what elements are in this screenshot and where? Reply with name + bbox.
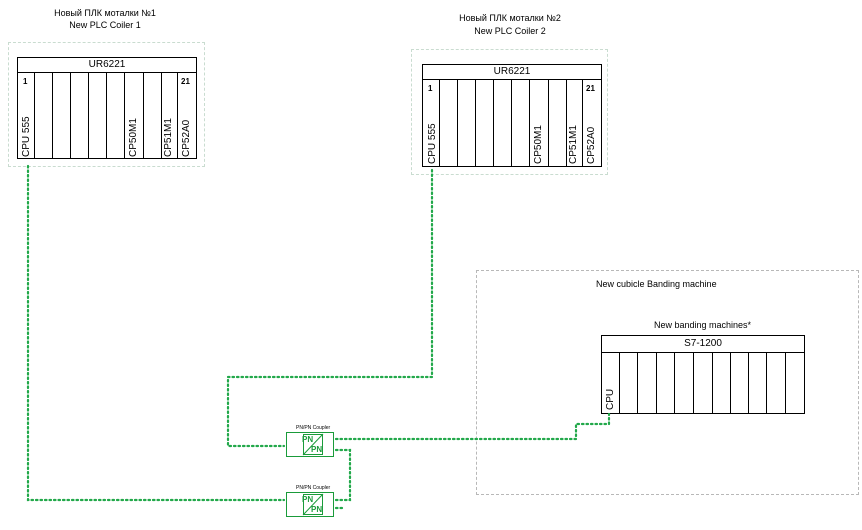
coupler2-divider-icon [302, 493, 324, 516]
plc1-slot [18, 73, 35, 158]
plc1-first-slot-number: 1 [23, 77, 28, 86]
s7-slot [713, 353, 731, 413]
coupler1-caption: PN/PN Coupler [296, 425, 331, 431]
plc1-last-slot-number: 21 [181, 77, 190, 86]
coupler2-bottom-label: PN [311, 505, 323, 514]
link-coupler1-to-coupler2 [334, 448, 352, 502]
plc1-rack-name: UR6221 [18, 58, 196, 73]
s7-slot [749, 353, 767, 413]
s7-slot [767, 353, 786, 413]
link-plc2-to-coupler1 [226, 168, 434, 448]
s7-slot [675, 353, 694, 413]
plc2-rack-name: UR6221 [423, 65, 601, 80]
plc2-slot [567, 80, 583, 166]
plc1-slot [125, 73, 144, 158]
s7-slot [620, 353, 638, 413]
plc2-title-ru: Новый ПЛК моталки №2 [459, 13, 561, 23]
plc2-title-en: New PLC Coiler 2 [474, 26, 546, 36]
cubicle-frame [476, 270, 859, 495]
coupler2-caption: PN/PN Coupler [296, 485, 331, 491]
plc2-rack[interactable]: UR6221 1 21 CPU 555 CP50M1 CP51M1 CP52A0 [422, 64, 602, 167]
plc1-slot [89, 73, 107, 158]
cubicle-title: New cubicle Banding machine [596, 279, 717, 289]
plc2-slot [494, 80, 512, 166]
plc2-slot [458, 80, 476, 166]
plc1-rack[interactable]: UR6221 1 21 CPU 555 CP50M1 CP51M1 CP52A0 [17, 57, 197, 159]
plc1-slot [53, 73, 71, 158]
s7-slot [731, 353, 749, 413]
s7-1200-rack[interactable]: S7-1200 CPU [601, 335, 805, 414]
s7-slot [657, 353, 675, 413]
plc2-first-slot-number: 1 [428, 84, 433, 93]
plc1-slot [162, 73, 178, 158]
plc1-title-ru: Новый ПЛК моталки №1 [54, 8, 156, 18]
s7-slot [638, 353, 657, 413]
plc2-slot [549, 80, 567, 166]
plc2-slot [423, 80, 440, 166]
plc2-last-slot-number: 21 [586, 84, 595, 93]
coupler2-inner [303, 494, 323, 515]
coupler1[interactable]: PN PN [286, 432, 334, 457]
plc1-title-en: New PLC Coiler 1 [69, 20, 141, 30]
plc2-slot [476, 80, 494, 166]
plc1-slot [35, 73, 53, 158]
plc1-frame [8, 42, 205, 167]
plc1-slot [71, 73, 89, 158]
plc2-slot [440, 80, 458, 166]
s7-1200-rack-name: S7-1200 [602, 336, 804, 353]
plc2-slot [530, 80, 549, 166]
s7-slot [602, 353, 620, 413]
link-coupler1-to-s7 [334, 412, 611, 441]
coupler1-divider-icon [302, 433, 324, 456]
banding-device-title: New banding machines* [654, 320, 752, 330]
plc1-slot [107, 73, 125, 158]
link-plc1-to-coupler2 [26, 164, 286, 502]
coupler2-top-label: PN [302, 495, 314, 504]
coupler1-inner [303, 434, 323, 455]
coupler2[interactable]: PN PN [286, 492, 334, 517]
plc2-slot [512, 80, 530, 166]
coupler1-bottom-label: PN [311, 445, 323, 454]
plc2-frame [411, 49, 608, 175]
coupler1-top-label: PN [302, 435, 314, 444]
s7-slot [694, 353, 713, 413]
plc1-slot [144, 73, 162, 158]
